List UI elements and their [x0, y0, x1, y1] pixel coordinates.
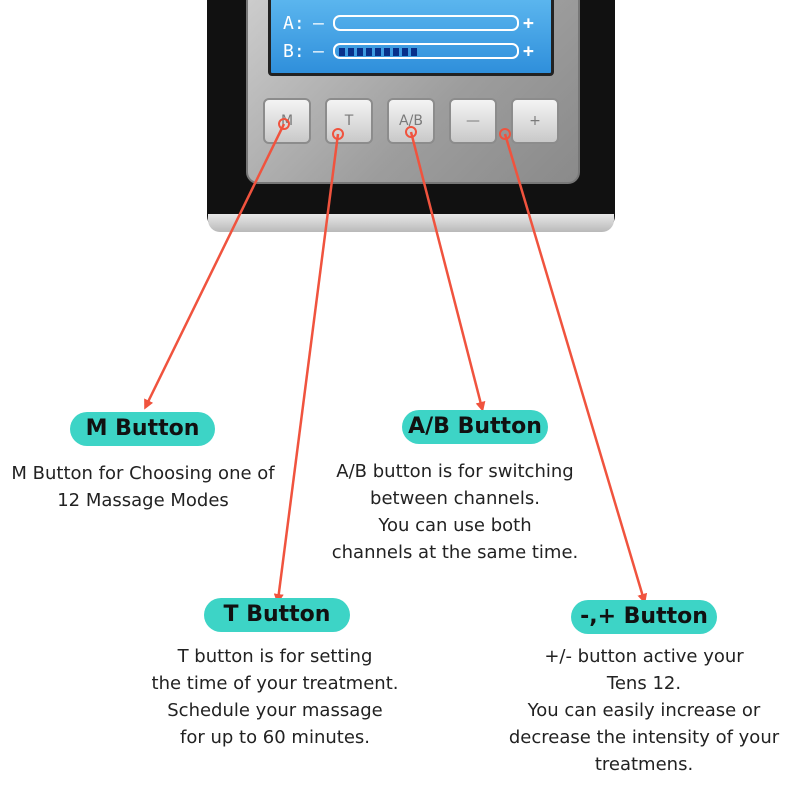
- lcd-row-b: B: – +: [283, 41, 539, 63]
- lcd-screen: A: – + B: – +: [268, 0, 554, 76]
- t-button-title: T Button: [204, 598, 350, 632]
- lcd-intensity-fill-b: [339, 48, 417, 56]
- ab-button-desc-line: You can use both: [378, 515, 532, 536]
- lcd-intensity-bar-a: [333, 15, 519, 31]
- ab-button-desc-line: between channels.: [370, 488, 540, 509]
- ab-button-desc-line: A/B button is for switching: [336, 461, 574, 482]
- plus-minus-button-arrow: [503, 133, 648, 604]
- plus-minus-button-description: +/- button active your Tens 12. You can …: [494, 643, 794, 778]
- lcd-minus-b: –: [313, 41, 324, 62]
- plus-minus-desc-line: +/- button active your: [544, 646, 744, 667]
- m-button-arrow: [144, 123, 286, 410]
- minus-button[interactable]: —: [449, 98, 497, 144]
- ab-button-arrow: [409, 131, 486, 412]
- lcd-plus-b: +: [523, 41, 534, 62]
- ab-button-marker: [405, 126, 417, 138]
- t-button-desc-line: T button is for setting: [177, 646, 373, 667]
- lcd-plus-a: +: [523, 13, 534, 34]
- t-button-desc-line: Schedule your massage: [167, 700, 383, 721]
- ab-button-title: A/B Button: [402, 410, 548, 444]
- lcd-row-a: A: – +: [283, 13, 539, 35]
- t-button-desc-line: the time of your treatment.: [151, 673, 399, 694]
- lcd-channel-a-label: A:: [283, 13, 305, 34]
- plus-minus-desc-line: decrease the intensity of your: [508, 727, 780, 748]
- plus-minus-button-title: -,+ Button: [571, 600, 717, 634]
- lcd-minus-a: –: [313, 13, 324, 34]
- t-button-desc-line: for up to 60 minutes.: [179, 727, 371, 748]
- device-bottom-trim: [208, 214, 614, 232]
- plus-minus-desc-line: You can easily increase or: [527, 700, 761, 721]
- plus-minus-desc-line: treatmens.: [594, 754, 694, 775]
- t-button-arrow: [273, 133, 340, 604]
- plus-button[interactable]: +: [511, 98, 559, 144]
- plus-minus-button-marker: [499, 128, 511, 140]
- m-button-desc-line: M Button for Choosing one of: [11, 463, 275, 484]
- plus-minus-desc-line: Tens 12.: [606, 673, 682, 694]
- lcd-intensity-bar-b: [333, 43, 519, 59]
- t-button-marker: [332, 128, 344, 140]
- lcd-channel-b-label: B:: [283, 41, 305, 62]
- m-button-marker: [278, 118, 290, 130]
- ab-button-desc-line: channels at the same time.: [331, 542, 579, 563]
- ab-button-description: A/B button is for switching between chan…: [310, 458, 600, 566]
- m-button-description: M Button for Choosing one of 12 Massage …: [0, 460, 286, 514]
- t-button-description: T button is for setting the time of your…: [130, 643, 420, 751]
- m-button-desc-line: 12 Massage Modes: [57, 490, 229, 511]
- m-button-title: M Button: [70, 412, 215, 446]
